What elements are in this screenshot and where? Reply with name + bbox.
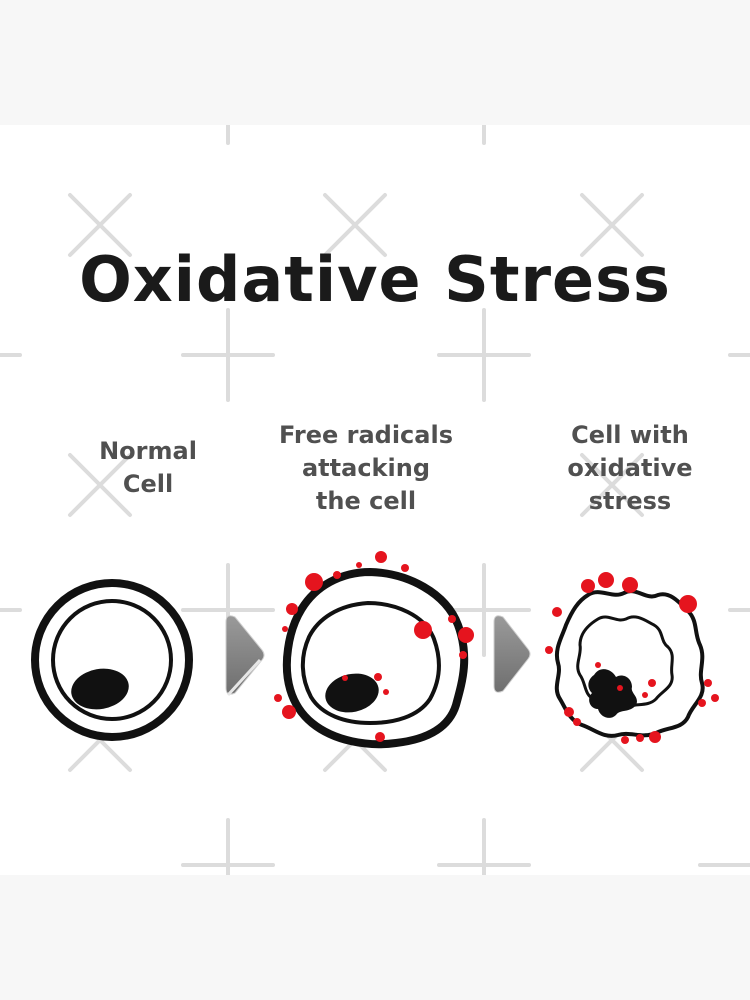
cell-diagram bbox=[31, 551, 719, 749]
stage-label-normal-cell: Normal Cell bbox=[48, 435, 248, 501]
free-radical-dots bbox=[274, 551, 474, 742]
stage-label-line: Free radicals bbox=[279, 421, 453, 449]
stage-label-line: stress bbox=[588, 487, 672, 515]
stage-label-line: Normal bbox=[99, 437, 197, 465]
page-title: Oxidative Stress bbox=[79, 243, 671, 316]
attacked-cell-icon bbox=[274, 551, 474, 749]
normal-cell-icon bbox=[31, 579, 193, 741]
stage-label-line: Cell with bbox=[571, 421, 689, 449]
nucleus-icon bbox=[71, 668, 129, 710]
stressed-cell-icon bbox=[545, 572, 719, 744]
nucleus-icon bbox=[588, 669, 637, 718]
triangle-arrow-right-icon bbox=[225, 615, 265, 697]
stage-label-line: oxidative bbox=[567, 454, 693, 482]
stage-label-line: attacking bbox=[301, 454, 430, 482]
nucleus-icon bbox=[325, 673, 379, 713]
stage-label-oxidative-stress: Cell with oxidative stress bbox=[530, 419, 730, 518]
free-radical-dots bbox=[545, 572, 719, 744]
stage-label-line: the cell bbox=[315, 487, 417, 515]
infographic-card: Oxidative Stress Normal Cell Free radica… bbox=[0, 125, 750, 875]
stage-label-line: Cell bbox=[122, 470, 174, 498]
stage-label-free-radicals: Free radicals attacking the cell bbox=[266, 419, 466, 518]
triangle-arrow-right-icon bbox=[493, 615, 531, 693]
